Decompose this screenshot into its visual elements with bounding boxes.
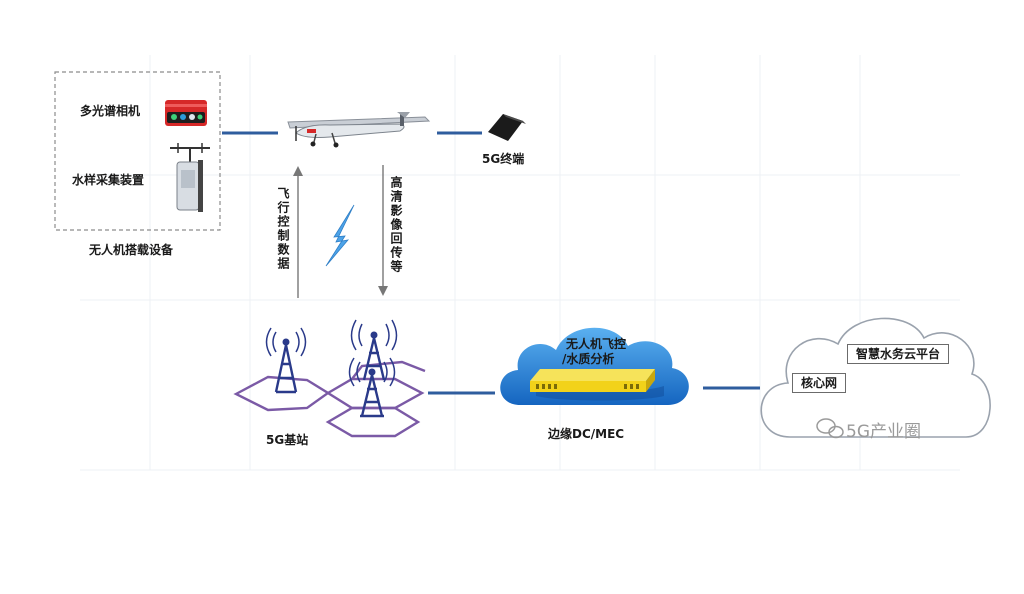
- tower-icon-center-top: [350, 319, 398, 381]
- sampler-label: 水样采集装置: [72, 173, 145, 187]
- hex-cells: [233, 360, 426, 438]
- uplink-arrow: [293, 166, 303, 298]
- server-icon: [530, 369, 655, 392]
- watermark: 5G产业圈: [846, 417, 921, 442]
- lightning-icon: [325, 204, 355, 267]
- edge-function-line2: /水质分析: [562, 352, 615, 366]
- edge-label: 边缘DC/MEC: [548, 427, 625, 441]
- camera-label: 多光谱相机: [80, 104, 141, 118]
- cloud-platform-box: 智慧水务云平台: [847, 344, 950, 364]
- drone-icon: [287, 112, 431, 148]
- equipment-group-label: 无人机搭载设备: [89, 243, 174, 257]
- multispectral-camera-icon: [165, 100, 207, 126]
- base-station-label: 5G基站: [266, 433, 309, 447]
- edge-function-line1: 无人机飞控: [566, 337, 627, 351]
- wechat-icon: [816, 418, 844, 439]
- water-sampler-icon: [170, 143, 210, 212]
- core-network-box: 核心网: [792, 373, 847, 393]
- equipment-box: [54, 71, 221, 231]
- watermark-text: 5G产业圈: [846, 422, 921, 442]
- downlink-label: 高清影像回传等: [389, 176, 403, 274]
- uplink-label: 飞行控制数据: [276, 187, 290, 271]
- terminal-label: 5G终端: [482, 152, 525, 166]
- background-grid: [80, 55, 960, 471]
- 5g-terminal-icon: [488, 114, 526, 141]
- tower-icon-center-bottom: [348, 357, 396, 418]
- downlink-arrow: [378, 165, 388, 296]
- tower-icon-left: [265, 327, 307, 394]
